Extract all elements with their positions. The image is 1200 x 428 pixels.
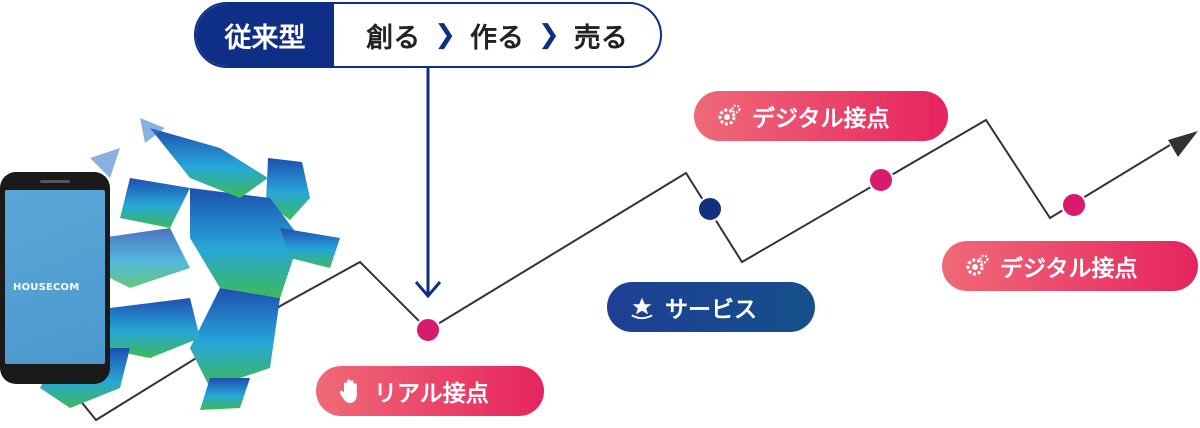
hand-icon (338, 378, 364, 404)
chevron-right-icon: ❯ (434, 20, 456, 50)
journey-line (61, 118, 1171, 422)
badge-service: サービス (607, 282, 815, 332)
chevron-right-icon: ❯ (538, 20, 560, 50)
speaker (40, 180, 70, 183)
step-create: 創る (366, 22, 421, 54)
badge-digital-1-label: デジタル接点 (752, 106, 890, 132)
gear-icon (716, 103, 742, 129)
smartphone-image: HOUSECOM (0, 172, 110, 384)
touchpoint-dot-real (415, 317, 441, 343)
process-steps: 創る ❯ 作る ❯ 売る (334, 4, 660, 66)
arrow-head-icon (1168, 131, 1198, 157)
process-tag: 従来型 (196, 4, 334, 66)
touchpoint-dot-service (697, 196, 723, 222)
down-arrow-head (414, 281, 442, 299)
conventional-process-pill: 従来型 創る ❯ 作る ❯ 売る (194, 2, 662, 68)
runner-figure (40, 118, 340, 410)
touchpoint-dot-digital-2 (1061, 192, 1087, 218)
badge-real-label: リアル接点 (374, 381, 489, 407)
badge-real-touchpoint: リアル接点 (316, 366, 544, 416)
touchpoint-dot-digital-1 (868, 167, 894, 193)
housecom-logo: HOUSECOM (13, 282, 80, 293)
gear-icon (964, 253, 990, 279)
badge-digital-touchpoint-2: デジタル接点 (942, 241, 1198, 291)
phone-screen: HOUSECOM (5, 190, 105, 364)
star-service-icon (629, 294, 655, 320)
badge-service-label: サービス (665, 297, 757, 323)
badge-digital-2-label: デジタル接点 (1000, 256, 1138, 282)
step-sell: 売る (573, 22, 628, 54)
badge-digital-touchpoint-1: デジタル接点 (694, 91, 948, 141)
step-make: 作る (470, 22, 524, 54)
